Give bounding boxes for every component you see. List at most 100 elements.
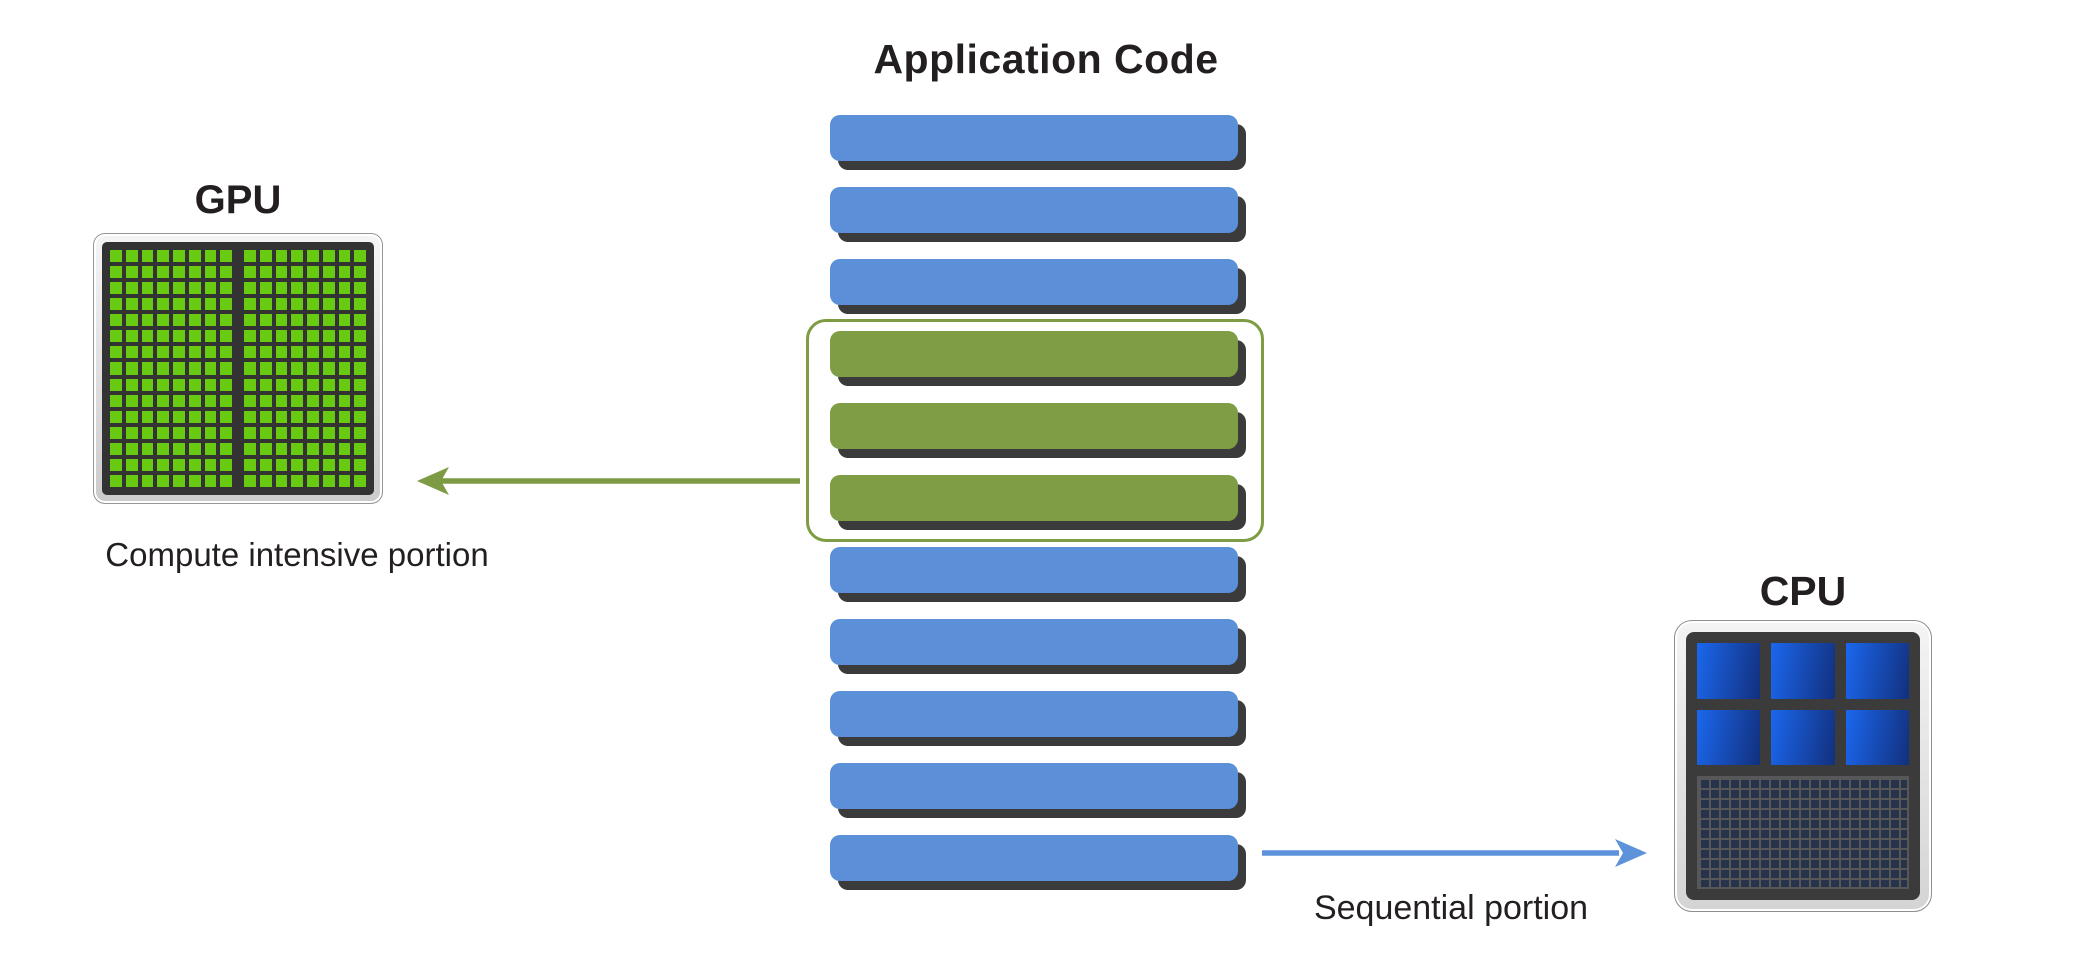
gpu-core-cell [125,298,138,311]
gpu-core-cell [141,410,154,423]
gpu-core-cell [322,298,335,311]
gpu-core-cell [157,442,169,455]
gpu-core-cell [354,250,366,263]
cpu-core [1845,643,1909,699]
gpu-core-cell [204,298,217,311]
gpu-core-cell [157,266,169,279]
gpu-core-cell [244,266,256,279]
gpu-core-cell [244,378,256,391]
parallel-code-bar [830,403,1238,449]
cpu-arrow-icon [1262,839,1647,867]
gpu-core-cell [338,314,351,327]
gpu-core-cell [188,298,201,311]
gpu-core-cell [291,314,303,327]
gpu-core-cell [173,250,185,263]
gpu-core-cell [125,266,138,279]
gpu-core-cell [188,426,201,439]
gpu-core-cell [220,474,232,487]
gpu-core-cell [307,362,319,375]
gpu-core-cell [110,458,122,471]
gpu-core-cell [291,266,303,279]
gpu-core-cell [259,474,272,487]
gpu-core-cell [141,378,154,391]
gpu-die [102,242,374,495]
gpu-core-cell [275,266,288,279]
gpu-core-cell [244,458,256,471]
gpu-core-cell [141,474,154,487]
gpu-core-cell [244,330,256,343]
gpu-core-cell [173,314,185,327]
gpu-core-cell [157,362,169,375]
gpu-core-cell [322,362,335,375]
gpu-core-cell [307,250,319,263]
gpu-core-cell [157,314,169,327]
gpu-core-cell [259,378,272,391]
gpu-core-cell [307,410,319,423]
gpu-core-cell [173,330,185,343]
gpu-core-cell [244,394,256,407]
gpu-core-cell [354,362,366,375]
gpu-core-cell [259,266,272,279]
gpu-core-cell [259,298,272,311]
gpu-core-cell [220,330,232,343]
gpu-core-cell [291,474,303,487]
gpu-core-cell [354,458,366,471]
gpu-core-cell [110,426,122,439]
gpu-core-cell [322,266,335,279]
gpu-core-cell [220,314,232,327]
gpu-core-cell [291,298,303,311]
gpu-core-cell [204,314,217,327]
gpu-core-cell [307,474,319,487]
gpu-core-cell [322,330,335,343]
gpu-core-cell [157,346,169,359]
gpu-core-cell [354,330,366,343]
gpu-core-cell [125,474,138,487]
cpu-core [1771,709,1835,765]
gpu-core-cell [173,346,185,359]
gpu-core-cell [141,250,154,263]
gpu-core-cell [141,314,154,327]
gpu-core-cell [259,330,272,343]
gpu-core-cell [220,266,232,279]
gpu-core-cell [141,282,154,295]
gpu-core-cell [157,458,169,471]
gpu-core-grid-right [244,250,366,487]
gpu-core-cell [307,394,319,407]
gpu-core-cell [259,410,272,423]
gpu-core-cell [338,362,351,375]
gpu-core-cell [259,250,272,263]
gpu-core-cell [173,458,185,471]
gpu-core-cell [173,442,185,455]
gpu-core-cell [291,250,303,263]
cpu-arrowhead-icon [1615,839,1647,867]
gpu-core-cell [338,442,351,455]
gpu-core-cell [188,474,201,487]
gpu-core-cell [275,410,288,423]
gpu-core-cell [173,474,185,487]
gpu-core-cell [291,346,303,359]
gpu-core-cell [157,250,169,263]
gpu-core-cell [291,410,303,423]
gpu-core-cell [157,298,169,311]
gpu-core-cell [110,330,122,343]
gpu-core-cell [188,442,201,455]
gpu-core-cell [204,346,217,359]
gpu-core-cell [141,266,154,279]
gpu-core-cell [173,410,185,423]
gpu-core-cell [354,298,366,311]
gpu-core-cell [110,250,122,263]
gpu-core-cell [244,314,256,327]
gpu-core-cell [322,314,335,327]
gpu-core-cell [338,250,351,263]
gpu-core-cell [322,410,335,423]
gpu-core-cell [110,442,122,455]
gpu-core-cell [322,458,335,471]
sequential-code-bar [830,619,1238,665]
gpu-core-cell [220,426,232,439]
gpu-core-cell [125,250,138,263]
gpu-core-cell [125,346,138,359]
gpu-core-cell [338,394,351,407]
gpu-core-cell [188,330,201,343]
gpu-core-cell [141,362,154,375]
gpu-core-cell [259,314,272,327]
